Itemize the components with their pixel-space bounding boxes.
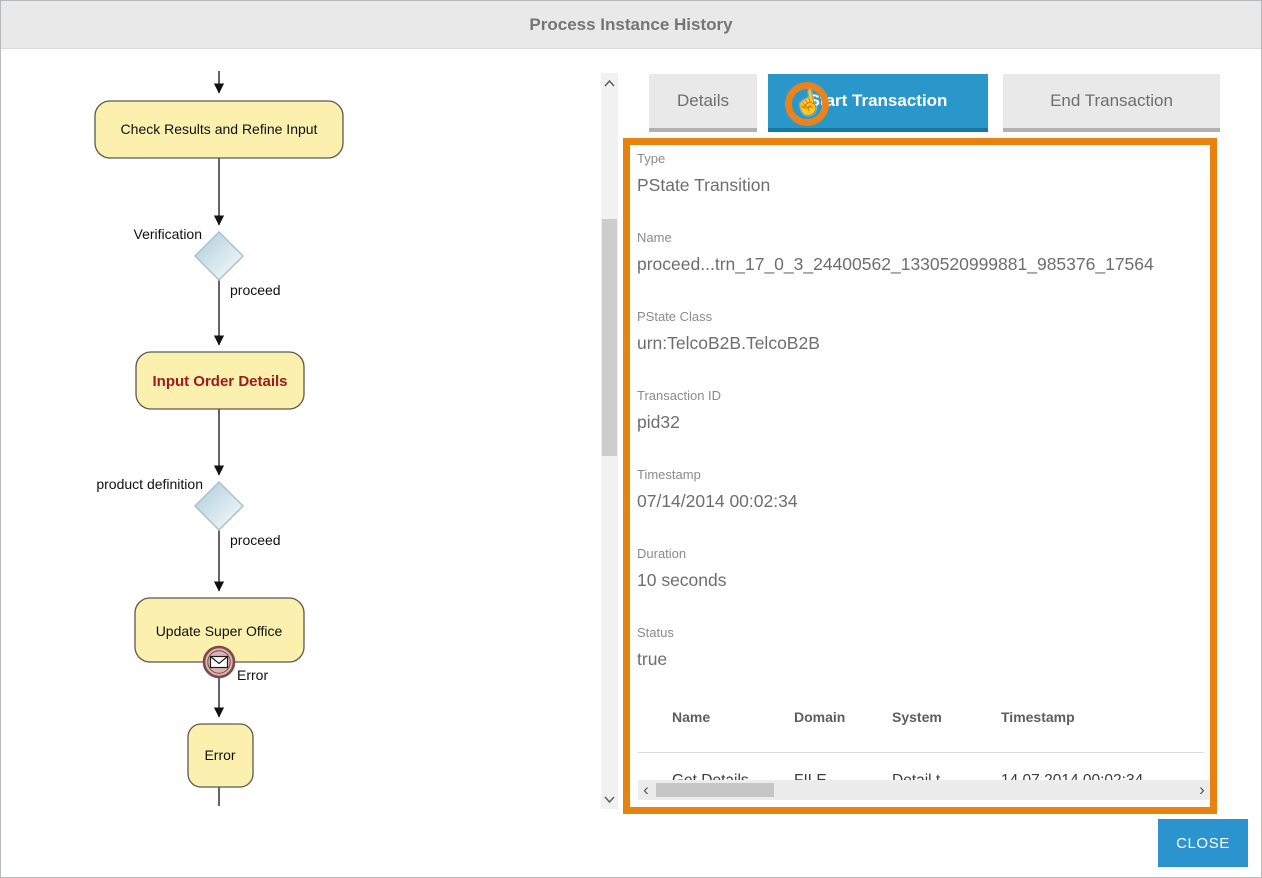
tab-start-transaction[interactable]: Start Transaction [768,74,988,132]
scroll-right-icon[interactable]: › [1199,780,1205,799]
field-label: PState Class [637,309,713,324]
field-label: Type [637,151,666,166]
flow-node-error[interactable] [187,723,254,788]
edge-label-proceed-1: proceed [230,282,281,298]
field-duration: Duration 10 seconds [637,546,1210,591]
field-value: urn:TelcoB2B.TelcoB2B [637,333,820,353]
error-message-event-icon[interactable] [202,645,236,679]
flow-node-input-order-details-label: Input Order Details [152,373,287,390]
field-value: PState Transition [637,175,771,195]
column-header-name: Name [672,709,711,725]
field-label: Status [637,625,674,640]
process-diagram: Check Results and Refine Input Verificat… [94,71,344,806]
flow-node-update-super-office-label: Update Super Office [156,623,283,639]
column-header-timestamp: Timestamp [1001,709,1075,725]
gateway-verification-label: Verification [134,226,202,242]
horizontal-scrollbar-thumb[interactable] [656,783,774,797]
field-transaction-id: Transaction ID pid32 [637,388,1210,433]
field-label: Timestamp [637,467,701,482]
flow-gateway-product-definition[interactable] [193,480,245,532]
vertical-scrollbar-thumb[interactable] [602,219,617,456]
dialog-titlebar: Process Instance History [1,1,1261,49]
field-label: Transaction ID [637,388,722,403]
field-status: Status true [637,625,1210,670]
field-value: pid32 [637,412,680,432]
field-name: Name proceed...trn_17_0_3_24400562_13305… [637,230,1210,275]
flow-node-input-order-details[interactable] [135,351,305,410]
error-event-label: Error [237,667,268,683]
column-header-system: System [892,709,942,725]
transaction-details-panel: Type PState Transition Name proceed...tr… [623,138,1217,814]
edge-label-proceed-2: proceed [230,532,281,548]
tab-details[interactable]: Details [649,74,757,132]
events-table: Name Domain System Timestamp Get Details… [637,709,1210,790]
events-table-header: Name Domain System Timestamp [637,709,1210,725]
flow-node-error-label: Error [204,747,235,763]
process-diagram-canvas[interactable]: Check Results and Refine Input Verificat… [1,49,596,877]
scroll-left-icon[interactable]: ‹ [643,780,649,799]
scroll-up-icon[interactable] [601,75,618,91]
close-button[interactable]: CLOSE [1158,819,1248,867]
flow-node-check-results[interactable] [94,100,344,159]
dialog-title: Process Instance History [529,14,733,34]
column-header-domain: Domain [794,709,846,725]
field-pstate-class: PState Class urn:TelcoB2B.TelcoB2B [637,309,1210,354]
field-value: 07/14/2014 00:02:34 [637,491,798,511]
field-timestamp: Timestamp 07/14/2014 00:02:34 [637,467,1210,512]
field-type: Type PState Transition [637,151,1210,196]
gateway-product-definition-label: product definition [96,476,203,492]
field-label: Duration [637,546,687,561]
flow-gateway-verification[interactable] [193,230,245,282]
field-value: proceed...trn_17_0_3_24400562_1330520999… [637,254,1154,274]
flow-node-check-results-label: Check Results and Refine Input [121,121,318,137]
table-header-divider [638,752,1204,753]
vertical-scrollbar[interactable] [601,73,618,809]
field-value: 10 seconds [637,570,727,590]
field-value: true [637,649,668,669]
field-label: Name [637,230,672,245]
horizontal-scrollbar[interactable]: ‹ › [638,780,1210,800]
scroll-down-icon[interactable] [601,791,618,807]
tab-end-transaction[interactable]: End Transaction [1003,74,1220,132]
